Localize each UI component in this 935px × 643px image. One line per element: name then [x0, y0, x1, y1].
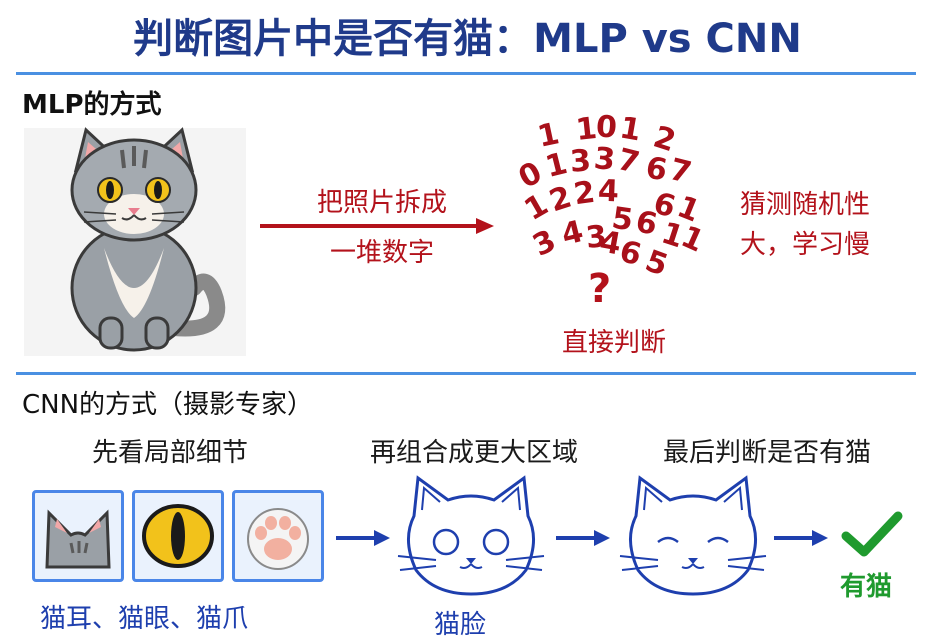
title-divider — [16, 72, 916, 75]
cat-photo-icon — [24, 127, 246, 356]
arrow-right-icon — [556, 530, 612, 550]
digit: 4 — [558, 213, 587, 254]
stage-1-label: 先看局部细节 — [91, 438, 248, 468]
arrow-right-icon — [774, 530, 830, 550]
digit: 1 — [542, 145, 571, 186]
split-label-line-1: 把照片拆成 — [316, 188, 447, 218]
digit: 3 — [592, 141, 617, 178]
check-icon — [841, 510, 903, 564]
digit: 7 — [666, 151, 695, 192]
digit: 5 — [640, 243, 673, 284]
cat-face-outline-icon — [396, 470, 546, 604]
stage-3-label: 最后判断是否有猫 — [662, 438, 871, 468]
arrow-right-icon — [336, 530, 392, 550]
mlp-heading: MLP的方式 — [22, 90, 162, 120]
cat-ear-icon — [32, 490, 124, 582]
face-label: 猫脸 — [434, 610, 487, 640]
features-label: 猫耳、猫眼、猫爪 — [40, 604, 249, 634]
digit: 2 — [571, 174, 598, 213]
digit: 3 — [527, 223, 562, 264]
digit-cloud: 1 1 0 1 2 0 1 3 3 7 6 7 1 2 2 4 6 1 3 4 … — [513, 108, 720, 283]
cat-face-icon — [618, 470, 768, 604]
section-divider — [16, 372, 916, 375]
digit: 0 — [594, 109, 619, 146]
page-title: 判断图片中是否有猫：MLP vs CNN — [133, 16, 802, 62]
judge-label: 直接判断 — [561, 328, 666, 358]
mlp-result-line-1: 猜测随机性 — [740, 190, 871, 220]
cnn-heading: CNN的方式（摄影专家） — [22, 390, 314, 420]
question-mark: ? — [588, 266, 612, 312]
stage-2-label: 再组合成更大区域 — [369, 438, 578, 468]
arrow-right-icon — [258, 218, 498, 238]
cat-paw-icon — [232, 490, 324, 582]
mlp-result-line-2: 大，学习慢 — [740, 230, 871, 260]
split-label-line-2: 一堆数字 — [329, 238, 434, 268]
cat-eye-icon — [132, 490, 224, 582]
result-label: 有猫 — [840, 572, 893, 602]
